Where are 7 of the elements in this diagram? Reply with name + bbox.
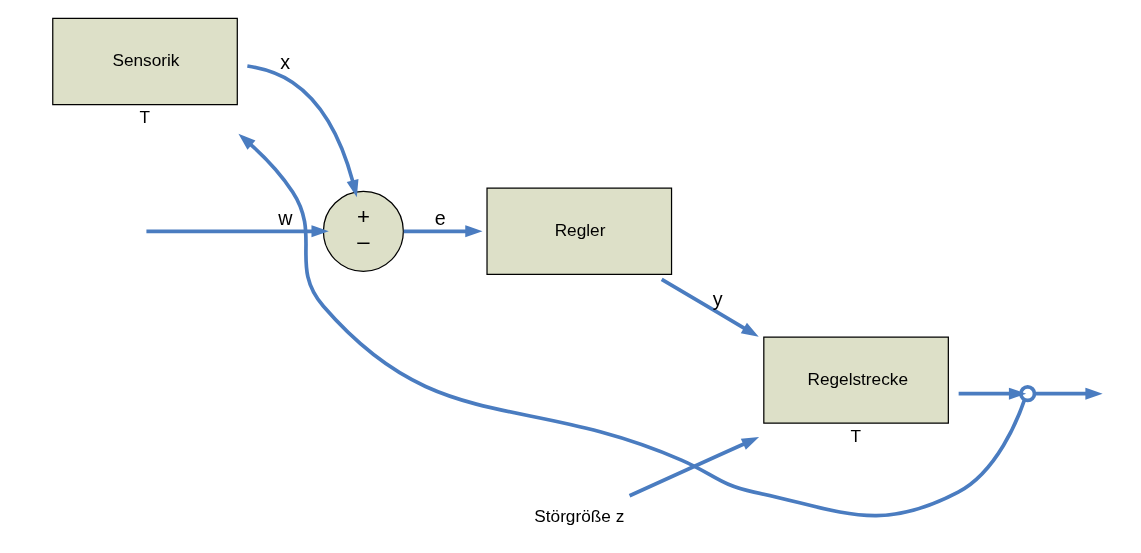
edge-label: w [278,206,293,229]
edge-label: y [712,288,723,311]
node-label: T [850,425,862,446]
edge-label: e [434,206,446,229]
node-label: T [139,107,151,128]
node-text: Störgröße z [534,506,625,527]
edge-label: x [280,50,291,73]
